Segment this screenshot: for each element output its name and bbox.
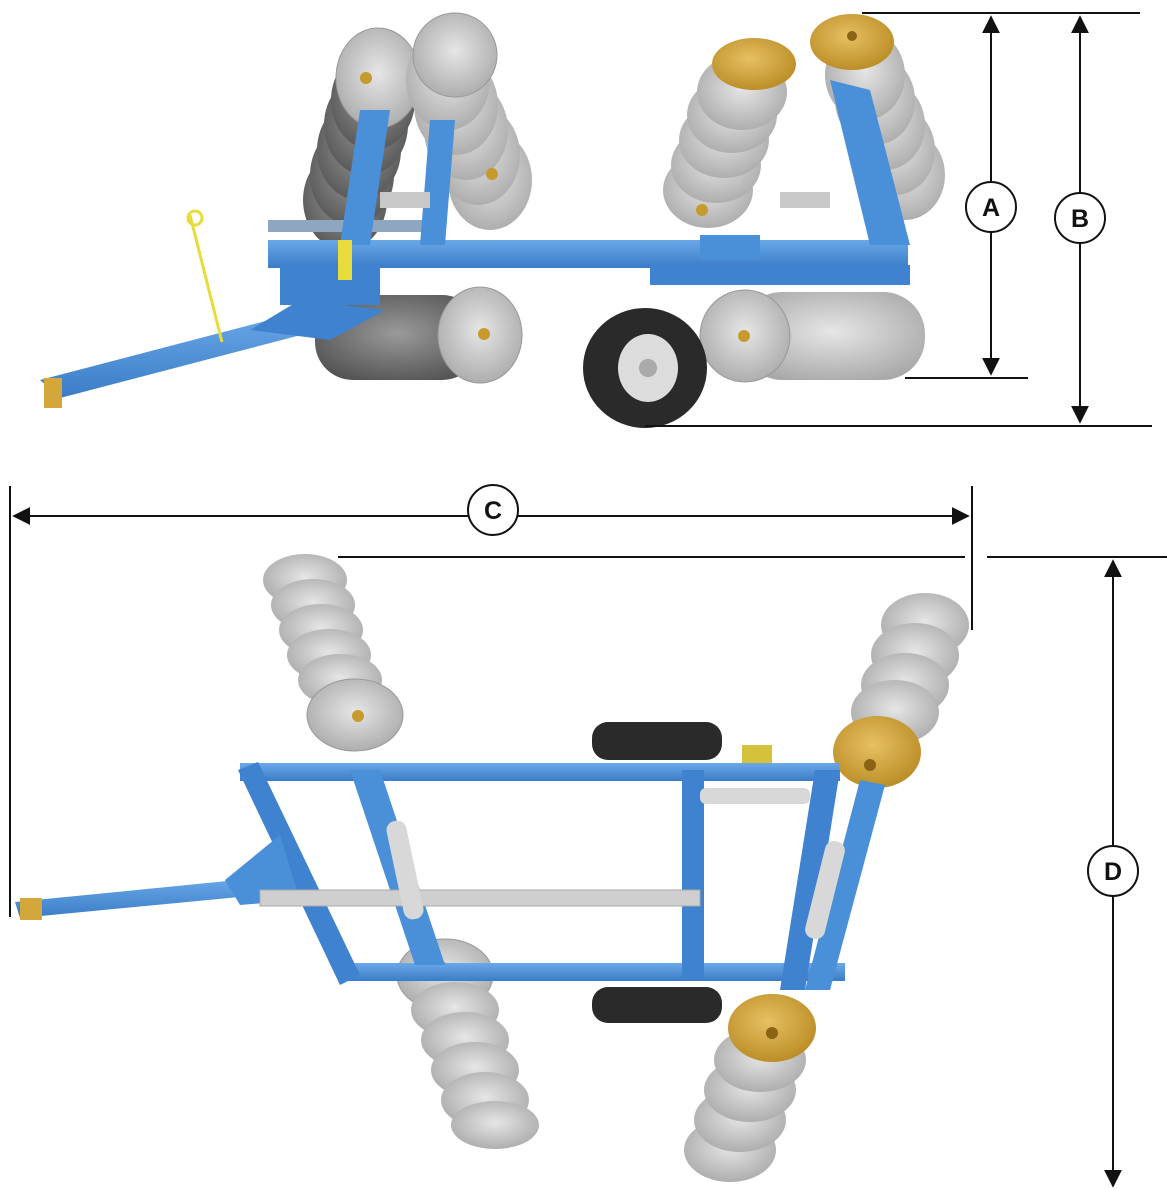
side-main-frame [40,80,910,408]
side-lower-right-gang [699,289,925,383]
dimension-c-label: C [484,497,502,525]
dimension-a: A [862,12,1140,379]
dimension-c: C [9,484,973,917]
dimension-b-label: B [1071,205,1089,233]
side-view-disc-harrow-illustration [40,12,945,428]
top-view-disc-harrow-illustration [15,554,969,1182]
dimension-b: B [645,15,1152,427]
top-tire-upper [592,722,722,760]
dimension-d-label: D [1104,858,1122,886]
top-upper-right-gang [833,593,969,788]
top-lower-right-gang [684,994,816,1182]
dimension-d: D [338,556,1167,1188]
side-transport-tire [583,308,707,428]
top-tire-lower [592,987,722,1023]
top-main-frame [15,745,885,990]
top-upper-left-gang [263,554,404,752]
side-front-right-gang-left [663,38,796,228]
dimension-a-label: A [982,194,1000,222]
